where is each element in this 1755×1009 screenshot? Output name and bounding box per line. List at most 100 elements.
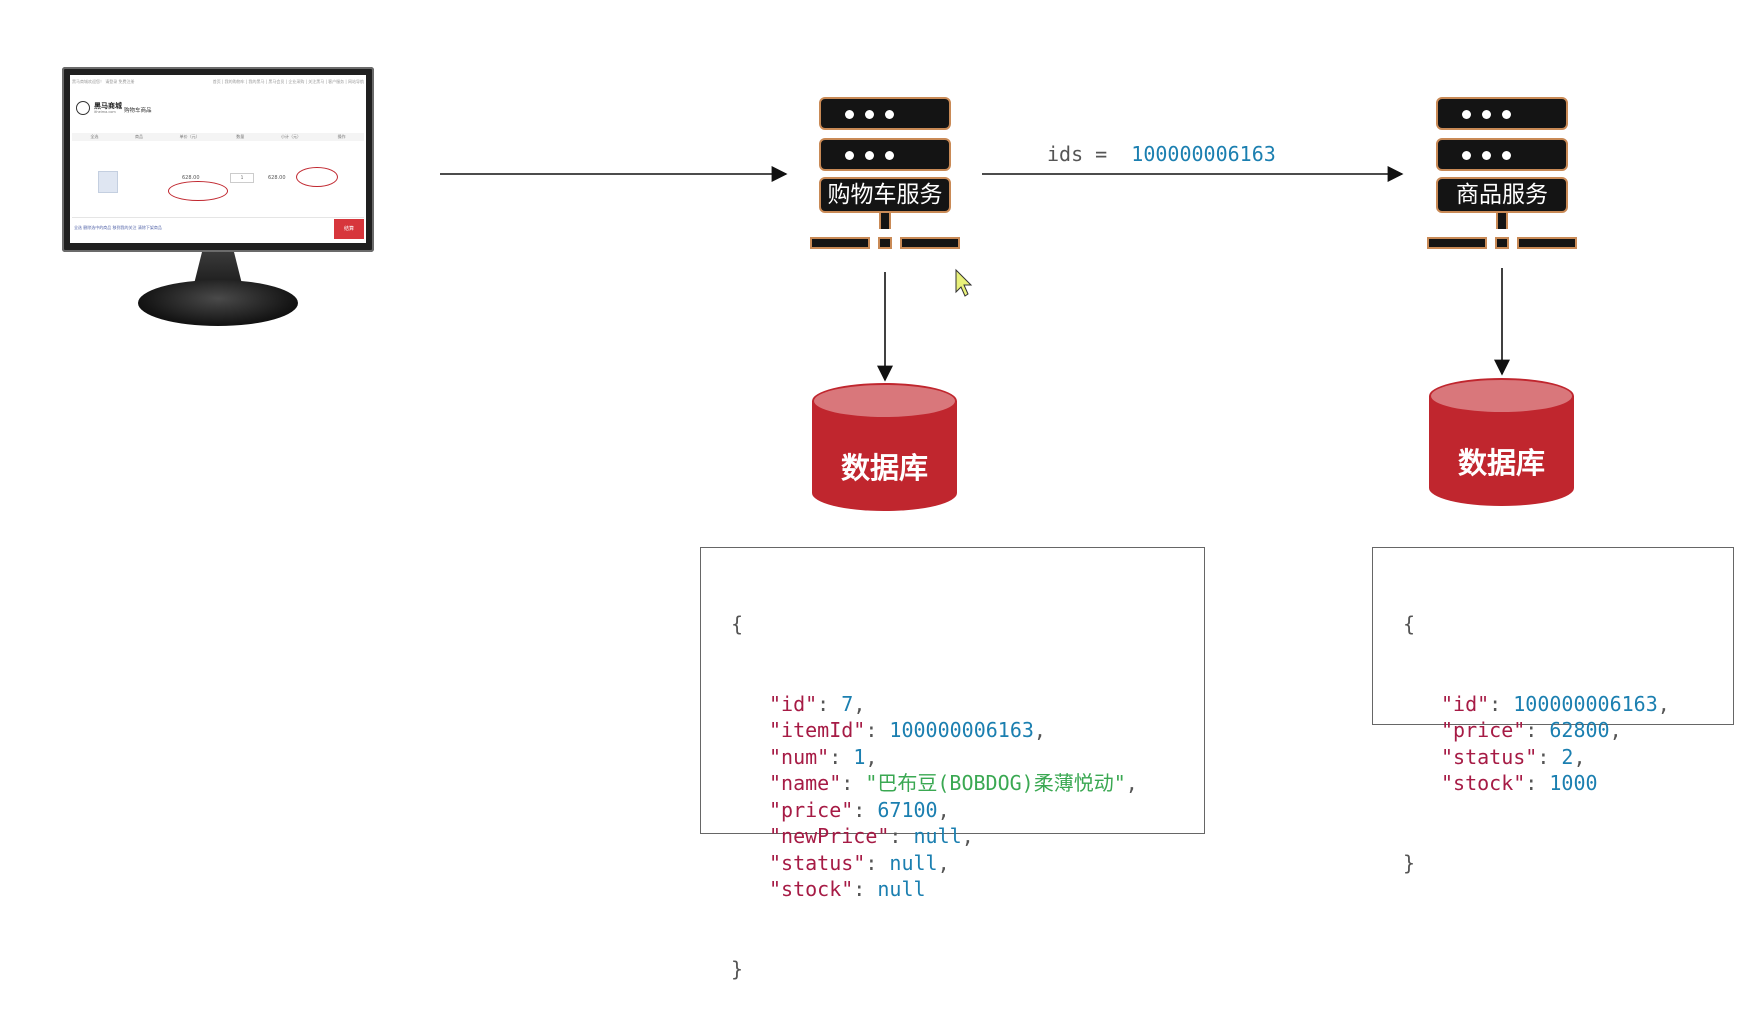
json-key: "status" [1441, 744, 1538, 769]
json-colon: : [853, 877, 878, 901]
client-monitor: 黑马商城欢迎您！ 请登录 免费注册 首页 | 我的购物车 | 我的黑马 | 黑马… [62, 67, 374, 252]
json-line: "status": 2, [1403, 744, 1733, 771]
col-header: 操作 [337, 134, 346, 139]
json-comma: , [853, 691, 866, 716]
json-key: "id" [1441, 691, 1490, 716]
json-line: "id": 100000006163, [1403, 691, 1733, 718]
server-network-bar [878, 237, 892, 249]
json-key: "id" [769, 691, 818, 716]
json-colon: : [841, 771, 866, 795]
server-network-bar [1517, 237, 1577, 249]
server-network-bar [900, 237, 960, 249]
server-rack-unit [1436, 138, 1568, 171]
led-icon [1462, 151, 1471, 160]
quantity-stepper: 1 [230, 173, 254, 183]
page-topbar: 黑马商城欢迎您！ 请登录 免费注册 首页 | 我的购物车 | 我的黑马 | 黑马… [72, 79, 364, 85]
json-colon: : [1537, 744, 1562, 769]
json-line: "stock": 1000 [1403, 770, 1733, 797]
server-rack-unit [1436, 97, 1568, 130]
led-icon [885, 151, 894, 160]
item-service-server: 商品服务 [1427, 97, 1577, 257]
led-icon [1462, 110, 1471, 119]
unit-price: 628.00 [182, 175, 200, 181]
json-line: "stock": null [731, 876, 1204, 903]
cart-database-label: 数据库 [840, 451, 928, 485]
json-line: "itemId": 100000006163, [731, 717, 1204, 744]
connector-layer [440, 166, 1510, 382]
highlight-oval [168, 181, 228, 201]
json-line: "price": 62800, [1403, 717, 1733, 744]
json-comma: , [961, 824, 974, 848]
json-colon: : [817, 691, 842, 716]
json-key: "itemId" [769, 718, 866, 742]
cart-footer [72, 217, 364, 240]
json-close-brace: } [731, 956, 744, 981]
json-line: "status": null, [731, 850, 1204, 877]
json-comma: , [865, 744, 878, 769]
highlight-oval [296, 167, 338, 187]
cart-footer-links: 全选 删除选中的商品 移到我的关注 清除下架商品 [74, 225, 162, 230]
page-title: 购物车商品 [124, 108, 152, 114]
item-service-label: 商品服务 [1436, 177, 1568, 213]
ids-eq: = [1083, 142, 1120, 166]
server-network-bar [1427, 237, 1487, 249]
brand-sub: itheima.com [94, 110, 116, 114]
topbar-right: 首页 | 我的购物车 | 我的黑马 | 黑马会员 | 企业采购 | 关注黑马 |… [212, 79, 364, 84]
json-value: null [877, 877, 926, 901]
json-value: 100000006163 [889, 718, 1034, 742]
database-top [1429, 378, 1574, 414]
cart-json-lines: "id": 7,"itemId": 100000006163,"num": 1,… [731, 691, 1204, 903]
led-icon [1482, 151, 1491, 160]
cart-page-screenshot: 黑马商城欢迎您！ 请登录 免费注册 首页 | 我的购物车 | 我的黑马 | 黑马… [70, 75, 366, 243]
led-icon [885, 110, 894, 119]
json-comma: , [1657, 691, 1670, 716]
col-header: 单价（元） [179, 134, 200, 139]
topbar-left: 黑马商城欢迎您！ 请登录 免费注册 [72, 79, 135, 84]
cart-json-box: { "id": 7,"itemId": 100000006163,"num": … [700, 547, 1205, 981]
json-key: "price" [769, 797, 854, 822]
json-line: "name": "巴布豆(BOBDOG)柔薄悦动", [731, 770, 1204, 797]
json-value: 2 [1561, 744, 1574, 769]
json-value: 1 [853, 744, 866, 769]
col-header: 小计（元） [280, 134, 301, 139]
led-icon [845, 110, 854, 119]
json-key: "price" [1441, 718, 1526, 742]
cursor-icon [955, 268, 973, 297]
ids-key: ids [1047, 142, 1084, 166]
json-comma: , [937, 797, 950, 822]
json-key: "name" [769, 771, 842, 795]
json-line: "price": 67100, [731, 797, 1204, 824]
cart-service-server: 购物车服务 [810, 97, 960, 257]
led-icon [1502, 110, 1511, 119]
led-icon [1502, 151, 1511, 160]
cart-database: 数据库 [812, 383, 957, 528]
json-value: 100000006163 [1513, 691, 1658, 716]
json-comma: , [1033, 718, 1046, 742]
led-icon [865, 151, 874, 160]
json-key: "num" [769, 744, 830, 769]
brand-logo-icon [76, 101, 90, 115]
json-line: "newPrice": null, [731, 823, 1204, 850]
json-value: 1000 [1549, 771, 1598, 795]
led-icon [845, 151, 854, 160]
database-body [812, 401, 957, 511]
json-value: null [913, 824, 962, 848]
item-json-lines: "id": 100000006163,"price": 62800,"statu… [1403, 691, 1733, 797]
json-colon: : [865, 850, 890, 875]
json-close-brace: } [1403, 850, 1416, 875]
json-open-brace: { [731, 612, 744, 636]
json-colon: : [865, 718, 890, 742]
json-colon: : [829, 744, 854, 769]
col-header: 数量 [236, 134, 245, 139]
json-comma: , [1609, 718, 1622, 742]
json-colon: : [853, 797, 878, 822]
server-network-bar [810, 237, 870, 249]
json-colon: : [1525, 771, 1550, 795]
server-rack-unit [819, 138, 951, 171]
item-database: 数据库 [1429, 378, 1574, 523]
item-database-label: 数据库 [1457, 446, 1545, 480]
json-colon: : [1489, 691, 1514, 716]
json-open-brace: { [1403, 612, 1416, 636]
json-line: "id": 7, [731, 691, 1204, 718]
json-comma: , [937, 850, 950, 875]
